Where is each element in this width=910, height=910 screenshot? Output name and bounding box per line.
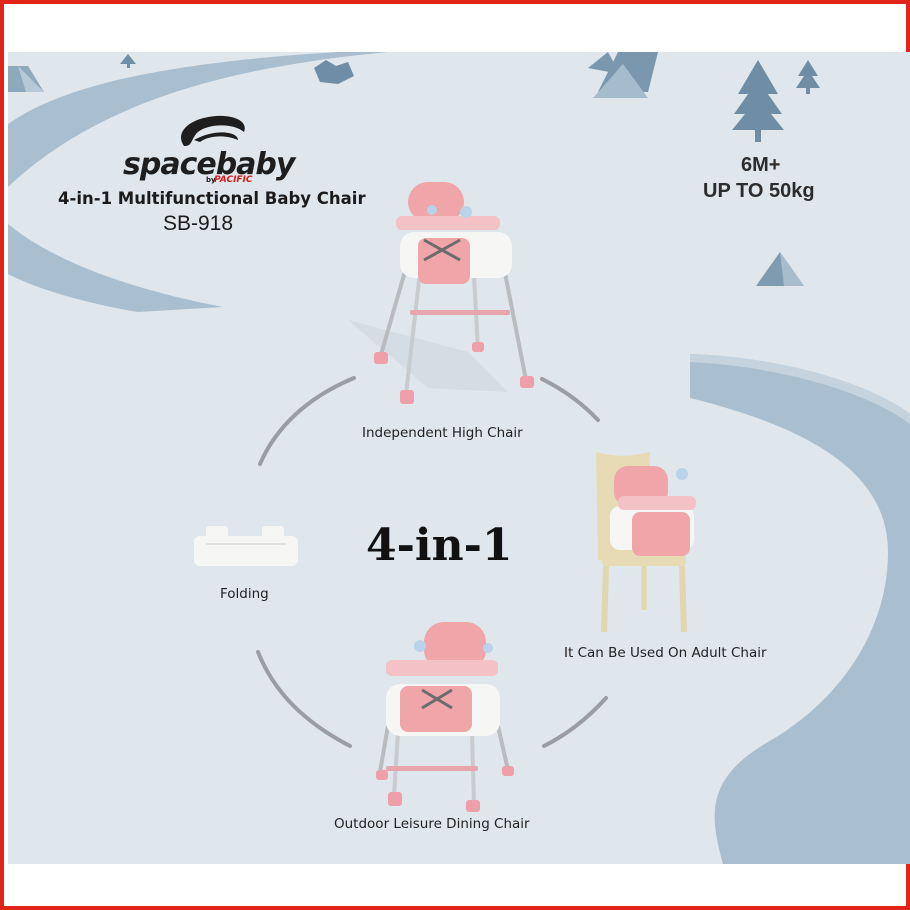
outdoor-chair-image bbox=[376, 622, 514, 812]
cycle-arcs bbox=[256, 376, 608, 748]
mode-label-outdoor-chair: Outdoor Leisure Dining Chair bbox=[334, 816, 530, 832]
bush-icon bbox=[314, 60, 354, 84]
road-right-highlight bbox=[690, 354, 910, 424]
brand-by: by bbox=[206, 176, 216, 184]
road-right bbox=[690, 354, 910, 864]
model-number: SB-918 bbox=[163, 212, 234, 235]
mode-label-high-chair: Independent High Chair bbox=[362, 425, 523, 441]
center-title: 4-in-1 bbox=[366, 520, 513, 571]
adult-chair-image bbox=[596, 452, 696, 633]
tree-icon bbox=[120, 54, 136, 68]
sub-brand: PACIFIC bbox=[214, 175, 253, 185]
background-scenery bbox=[8, 52, 910, 864]
mode-label-folding: Folding bbox=[220, 586, 269, 602]
high-chair-image bbox=[374, 182, 534, 404]
age-spec: 6M+ bbox=[741, 154, 781, 176]
mountain-icon bbox=[756, 252, 804, 286]
weight-spec: UP TO 50kg bbox=[703, 180, 815, 202]
mountain-icon bbox=[8, 66, 44, 92]
tree-icon bbox=[732, 60, 784, 142]
road-left bbox=[8, 52, 388, 187]
road-left-lower bbox=[8, 224, 223, 312]
product-banner: spacebaby by PACIFIC 4-in-1 Multifunctio… bbox=[8, 52, 910, 864]
product-name: 4-in-1 Multifunctional Baby Chair bbox=[58, 189, 366, 208]
brand-name: spacebaby bbox=[123, 147, 295, 182]
mode-label-adult-chair: It Can Be Used On Adult Chair bbox=[564, 645, 767, 661]
mountain-icon bbox=[588, 52, 658, 98]
tree-icon bbox=[796, 60, 820, 94]
folded-chair-image bbox=[194, 526, 298, 566]
spacebaby-logo bbox=[180, 115, 245, 146]
chair-shadow bbox=[348, 320, 508, 392]
